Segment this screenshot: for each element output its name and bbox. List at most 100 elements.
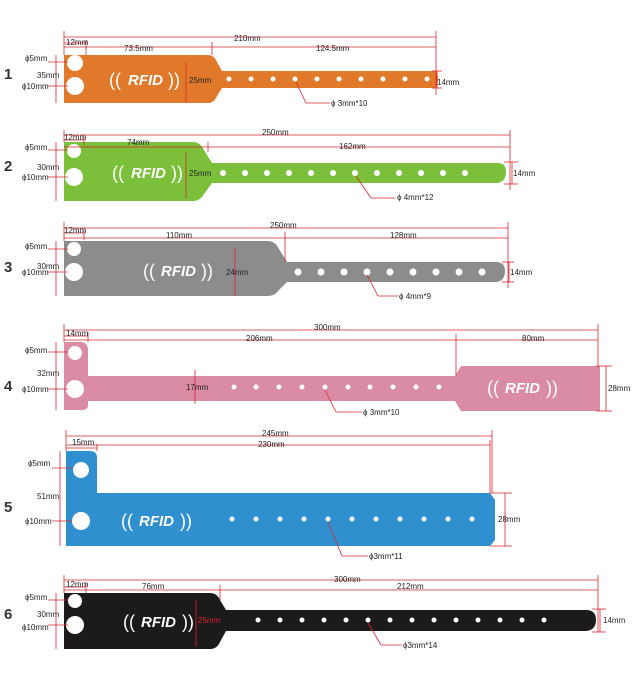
band-3-rfid-wave-right: )) — [201, 261, 213, 281]
band-1-number: 1 — [4, 66, 12, 83]
band-2-right-length: 162mm — [339, 142, 366, 151]
band-3-hole-large — [65, 263, 83, 281]
band-5-hole-top-label: ϕ5mm — [28, 459, 51, 468]
band-2-total-length: 250mm — [262, 128, 289, 137]
band-3-total-length: 250mm — [270, 221, 297, 230]
band-4-head-height: 32mm — [37, 369, 60, 378]
band-1-strap-holes: ϕ 3mm*10 — [331, 99, 368, 108]
band-1-total-length: 210mm — [234, 34, 261, 43]
band-3: 3 RFID (( )) 250mm 110mm 128mm 12mm ϕ5mm… — [4, 221, 533, 301]
band-2-rfid-wave-left: (( — [112, 163, 124, 183]
band-5-shape — [66, 451, 495, 546]
band-6-hole-large — [66, 616, 84, 634]
band-1-rfid-wave-left: (( — [109, 70, 121, 90]
band-3-rfid-label: RFID — [161, 263, 196, 280]
band-3-dimension-lines — [48, 222, 514, 297]
band-5: 5 RFID (( )) 245mm 230mm 15mm ϕ5mm 51mm … — [4, 429, 521, 561]
band-3-number: 3 — [4, 259, 12, 276]
band-3-head-height: 30mm — [37, 262, 60, 271]
band-3-head-width: 24mm — [226, 268, 249, 277]
band-1-rfid-wave-right: )) — [168, 70, 180, 90]
band-3-left-length: 110mm — [166, 231, 192, 240]
band-6-left-width: 12mm — [66, 580, 89, 589]
band-5-hole-large — [72, 512, 90, 530]
band-1-left-length: 73.5mm — [124, 44, 153, 53]
band-1-strap-holes — [226, 76, 430, 82]
band-4-dimension-lines — [48, 324, 612, 413]
band-6-head-height: 30mm — [37, 610, 60, 619]
band-6: 6 RFID (( )) 300mm 76mm 212mm 12mm — [4, 575, 626, 650]
band-6-head-width: 25mm — [198, 616, 221, 625]
band-5-left-width: 15mm — [72, 438, 95, 447]
band-5-rfid-wave-right: )) — [180, 511, 192, 531]
band-4-hole-top-label: ϕ5mm — [25, 346, 48, 355]
band-2-head-height: 30mm — [37, 163, 60, 172]
band-5-total-length: 245mm — [262, 429, 289, 438]
band-4-hole-small — [68, 346, 82, 360]
band-1-head-height: 35mm — [37, 71, 60, 80]
band-6-total-length: 300mm — [334, 575, 361, 584]
band-3-strap-holes: ϕ 4mm*9 — [399, 292, 432, 301]
band-1-dimension-lines — [48, 31, 442, 104]
band-6-strap-holes: ϕ3mm*14 — [403, 641, 438, 650]
band-4-total-length: 300mm — [314, 323, 341, 332]
band-4-head-width: 17mm — [186, 383, 209, 392]
band-4-strap-width: 28mm — [608, 384, 631, 393]
band-2-head-width: 25mm — [189, 169, 212, 178]
band-2-strap-holes — [220, 170, 468, 176]
band-6-rfid-label: RFID — [141, 614, 176, 631]
band-5-dimension-lines — [52, 430, 512, 557]
band-4-hole-bottom-label: ϕ10mm — [22, 385, 49, 394]
band-5-strap-width: 28mm — [498, 515, 521, 524]
band-2-rfid-label: RFID — [131, 165, 166, 182]
band-3-hole-small — [67, 242, 81, 256]
band-6-number: 6 — [4, 606, 12, 623]
band-2-rfid-wave-right: )) — [171, 163, 183, 183]
band-1-left-width: 12mm — [66, 38, 89, 47]
band-4-hole-large — [66, 380, 84, 398]
band-6-strap-width: 14mm — [603, 616, 626, 625]
band-1-head-width: 25mm — [189, 76, 212, 85]
band-2-hole-bottom-label: ϕ10mm — [22, 173, 49, 182]
band-3-strap-width: 14mm — [510, 268, 533, 277]
band-4-rfid-label: RFID — [505, 380, 540, 397]
band-2: 2 RFID (( )) 250mm 74mm 162mm 12mm ϕ5mm — [4, 128, 536, 202]
band-2-shape — [64, 142, 506, 201]
band-5-rfid-label: RFID — [139, 513, 174, 530]
band-4-right-length: 80mm — [522, 334, 545, 343]
band-3-right-length: 128mm — [390, 231, 417, 240]
band-1-strap-width: 14mm — [437, 78, 460, 87]
band-2-strap-holes: ϕ 4mm*12 — [397, 193, 434, 202]
band-3-hole-bottom-label: ϕ10mm — [22, 268, 49, 277]
band-5-rfid-wave-left: (( — [121, 511, 133, 531]
band-4-shape — [64, 342, 600, 411]
band-5-head-height: 51mm — [37, 492, 60, 501]
band-6-strap-holes — [255, 617, 547, 623]
band-6-hole-top-label: ϕ5mm — [25, 593, 48, 602]
band-3-left-width: 12mm — [64, 226, 87, 235]
band-5-number: 5 — [4, 499, 12, 516]
band-5-total-length-2: 230mm — [258, 440, 285, 449]
band-6-dimension-lines — [48, 575, 606, 649]
band-6-hole-bottom-label: ϕ10mm — [22, 623, 49, 632]
band-2-left-length: 74mm — [127, 138, 150, 147]
band-5-hole-small — [73, 462, 89, 478]
band-3-hole-top-label: ϕ5mm — [25, 242, 48, 251]
band-3-shape — [64, 241, 505, 296]
band-2-hole-large — [65, 168, 83, 186]
band-5-strap-holes — [229, 516, 475, 522]
band-2-strap-width: 14mm — [513, 169, 536, 178]
band-6-left-length: 76mm — [142, 582, 165, 591]
band-4-rfid-wave-left: (( — [487, 378, 499, 398]
band-4-strap-holes — [231, 384, 442, 390]
band-3-strap-holes — [294, 268, 486, 276]
band-1-rfid-label: RFID — [128, 72, 163, 89]
band-4-rfid-wave-right: )) — [546, 378, 558, 398]
band-6-rfid-wave-left: (( — [123, 612, 135, 632]
band-1-hole-bottom-label: ϕ10mm — [22, 82, 49, 91]
band-1-hole-small — [67, 55, 83, 71]
band-6-rfid-wave-right: )) — [182, 612, 194, 632]
band-2-hole-top-label: ϕ5mm — [25, 143, 48, 152]
band-3-rfid-wave-left: (( — [143, 261, 155, 281]
